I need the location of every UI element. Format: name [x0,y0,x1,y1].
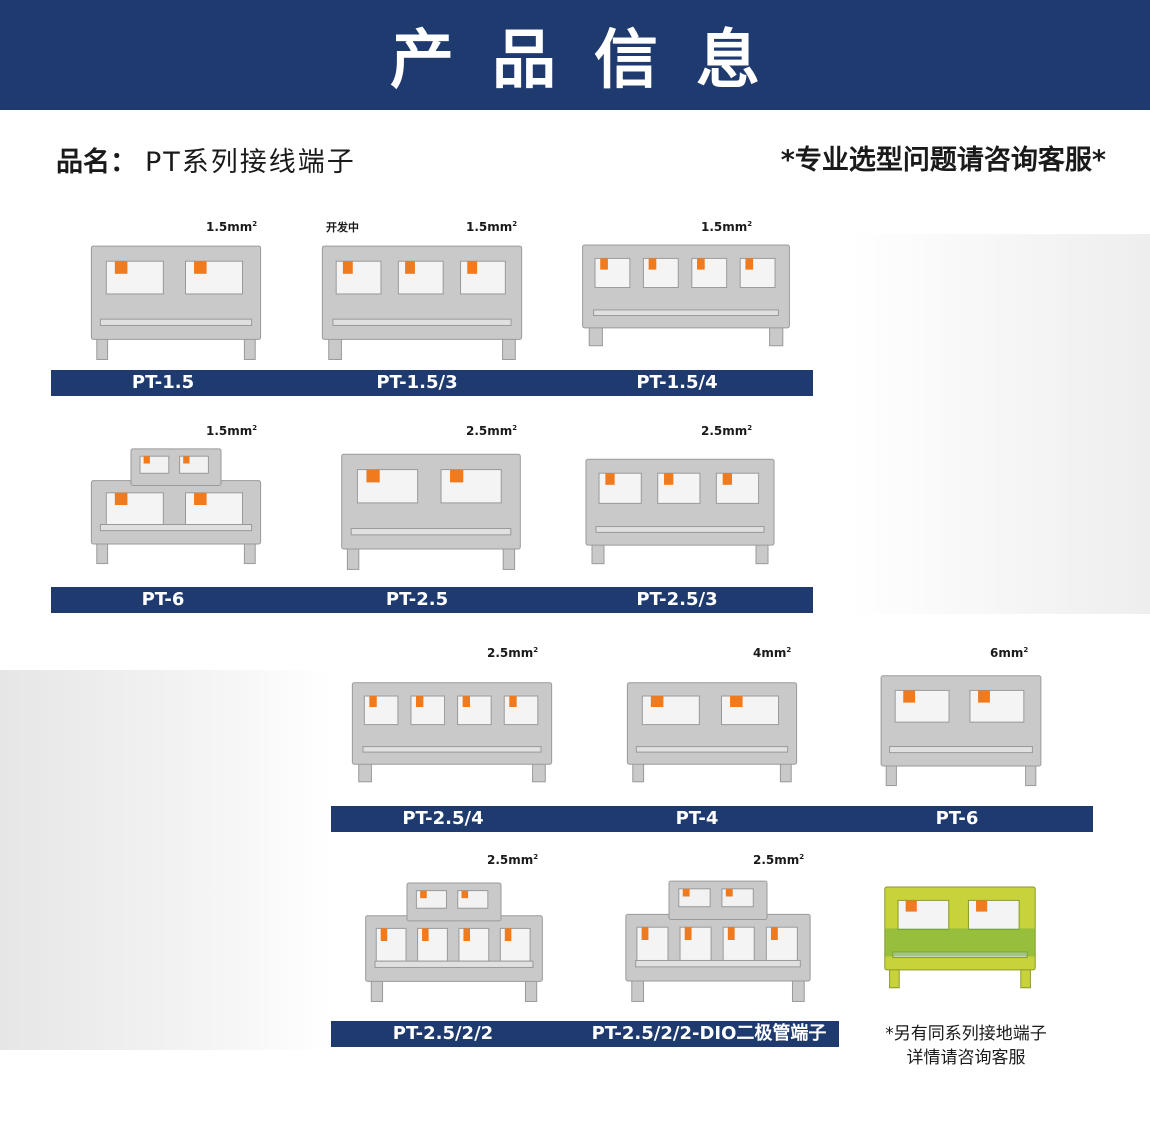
cross-section-spec: 2.5mm2 [487,646,539,660]
ground-note-line2: 详情请咨询客服 [906,1048,1026,1068]
consult-tip: *专业选型问题请咨询客服* [780,145,1106,176]
model-label: PT-1.5/4 [636,372,718,393]
development-note: 开发中 [326,221,359,234]
product-name-value: PT系列接线端子 [145,147,356,178]
model-label: PT-6 [935,808,979,829]
terminal-block-image [582,244,790,347]
page-title: 产品信息 [390,24,798,98]
model-label-bar-row1: PT-1.5 PT-1.5/3 PT-1.5/4 [51,370,813,396]
terminal-block-image [365,882,543,1002]
terminal-block-image [585,458,775,565]
cross-section-spec: 2.5mm2 [701,424,753,438]
decorative-panel-left [0,670,330,1050]
model-label-bar-row3: PT-2.5/4 PT-4 PT-6 [331,806,1093,832]
ground-note-line1: *另有同系列接地端子 [885,1024,1047,1044]
model-label: PT-2.5 [385,589,449,610]
model-label: PT-1.5 [131,372,195,393]
terminal-block-image [341,453,521,570]
model-label-bar-row4: PT-2.5/2/2 PT-2.5/2/2-DIO二极管端子 [331,1021,839,1047]
terminal-block-image [90,245,262,360]
model-label: PT-2.5/4 [402,808,484,829]
terminal-block-image [626,682,798,783]
model-label: PT-2.5/3 [636,589,718,610]
decorative-panel-right [846,234,1150,614]
cross-section-spec: 1.5mm2 [206,424,258,438]
cross-section-spec: 1.5mm2 [466,220,518,234]
cross-section-spec: 4mm2 [753,646,792,660]
model-label-bar-row2: PT-6 PT-2.5 PT-2.5/3 [51,587,813,613]
terminal-block-image [625,880,811,1002]
terminal-block-image [90,448,262,565]
model-label: PT-1.5/3 [376,372,458,393]
header-banner: 产品信息 [0,0,1150,110]
product-name-row: 品名： PT系列接线端子 [56,140,356,179]
cross-section-spec: 2.5mm2 [466,424,518,438]
model-label: PT-2.5/2/2-DIO二极管端子 [591,1023,827,1044]
model-label: PT-2.5/2/2 [392,1023,494,1044]
cross-section-spec: 1.5mm2 [701,220,753,234]
cross-section-spec: 1.5mm2 [206,220,258,234]
product-name-label: 品名： [56,147,137,178]
ground-terminal-image [884,886,1036,989]
terminal-block-image [880,675,1042,787]
cross-section-spec: 6mm2 [990,646,1029,660]
cross-section-spec: 2.5mm2 [487,853,539,867]
terminal-block-image [321,245,523,360]
cross-section-spec: 2.5mm2 [753,853,805,867]
model-label: PT-4 [675,808,719,829]
terminal-block-image [351,682,553,783]
model-label: PT-6 [141,589,185,610]
